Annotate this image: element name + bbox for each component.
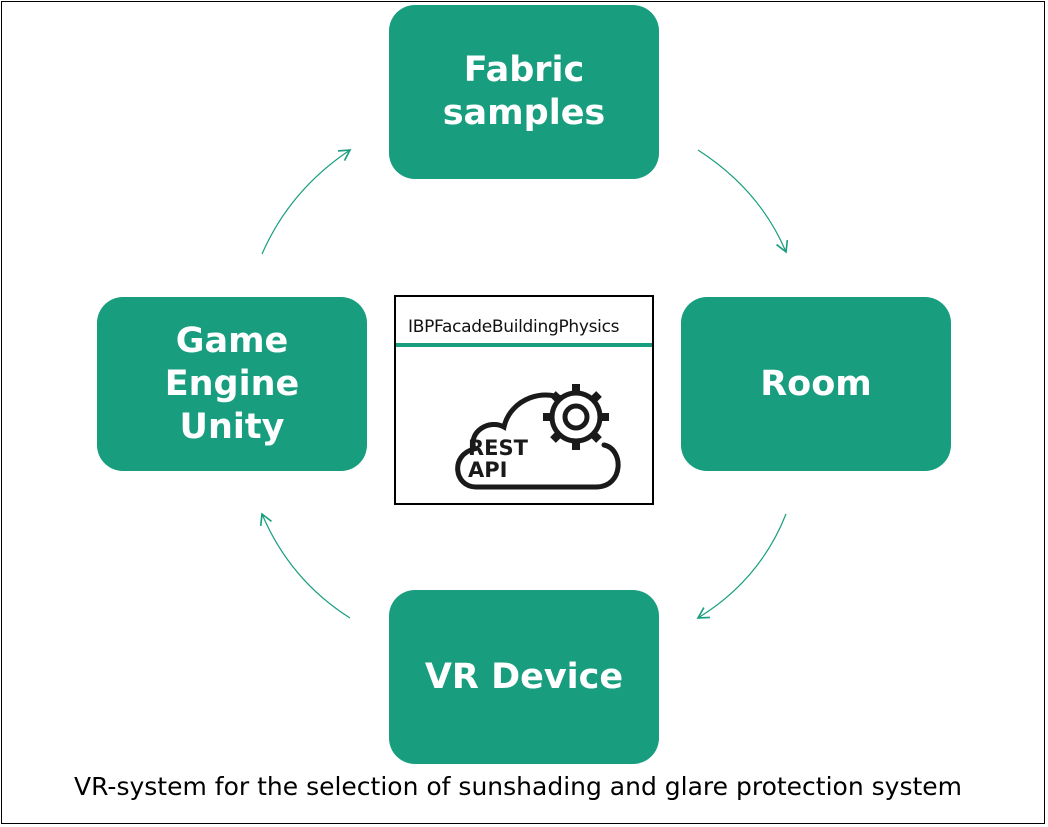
node-game-engine-line2: Engine: [164, 363, 300, 404]
node-fabric-samples-line1: Fabric: [463, 50, 585, 90]
node-fabric-samples: Fabric samples: [389, 5, 659, 179]
arrow-engine-to-fabric: [261, 149, 352, 255]
rest-label: REST: [468, 436, 529, 460]
cloud-gear-icon: REST API: [455, 384, 621, 490]
rest-api-panel-title: IBPFacadeBuildingPhysics: [396, 297, 652, 347]
arrow-room-to-vr: [696, 513, 787, 619]
api-label: API: [468, 458, 507, 482]
node-room-label: Room: [760, 363, 872, 404]
node-room: Room: [681, 297, 951, 471]
figure-caption: VR-system for the selection of sunshadin…: [73, 772, 963, 801]
node-game-engine-line1: Game: [175, 320, 289, 361]
node-game-engine-line3: Unity: [179, 406, 285, 447]
node-game-engine-unity: Game Engine Unity: [97, 297, 367, 471]
node-fabric-samples-line2: samples: [442, 93, 606, 133]
node-vr-device-label: VR Device: [424, 656, 624, 697]
rest-api-panel: IBPFacadeBuildingPhysics REST API: [394, 295, 654, 505]
arrow-vr-to-engine: [259, 512, 351, 619]
node-vr-device: VR Device: [389, 590, 659, 764]
arrow-fabric-to-room: [697, 149, 789, 254]
